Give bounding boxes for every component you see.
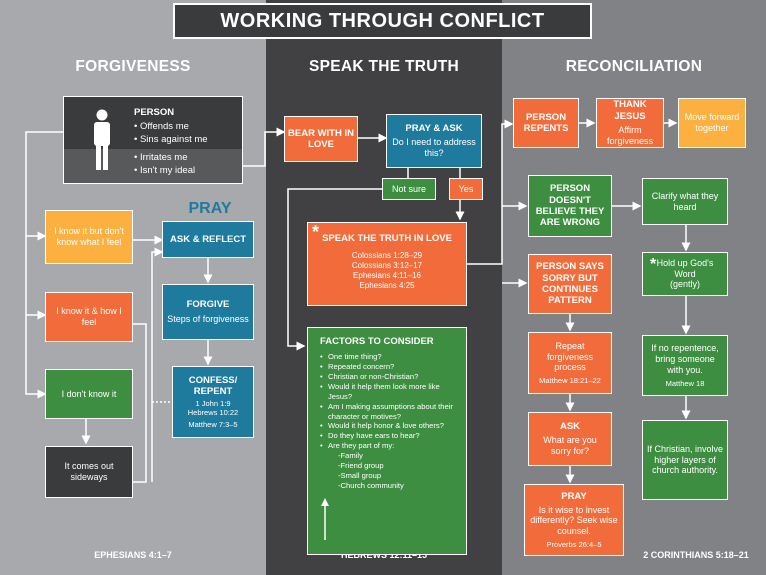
no-repentance-box: If no repentence, bring someone with you… [642,335,728,396]
forgiveness-heading: FORGIVENESS [75,58,191,75]
ask-title: ASK [559,421,581,432]
factor-item: Repeated concern? [320,362,458,372]
hold-up-sub: (gently) [669,279,700,290]
repeat-text: Repeat forgiveness process [546,340,594,373]
dont-know-box: I don't know it [45,369,133,419]
person-repents-box: PERSON REPENTS [513,98,579,148]
repeat-forgiveness-box: Repeat forgiveness process Matthew 18:21… [528,332,612,394]
pray-label: PRAY [188,200,232,217]
factor-item: Am I making assumptions about their char… [320,402,458,422]
speak-truth-heading: SPEAK THE TRUTH [308,58,460,75]
factor-sub-item: -Friend group [338,460,384,470]
pray-ask-title: PRAY & ASK [405,123,463,134]
speak-ref: Colossians 1:28–29 [351,250,423,260]
ask-sorry-box: ASK What are you sorry for? [528,412,612,466]
factors-box: FACTORS TO CONSIDER One time thing? Repe… [307,327,467,555]
reconciliation-footer: 2 CORINTHIANS 5:18–21 [643,550,749,560]
ask-reflect-box: ASK & REFLECT [162,221,254,258]
factor-sub-item: -Church community [338,480,404,490]
hold-up-text: Hold up God's Word [656,257,714,279]
person-title: PERSON [134,107,175,118]
doesnt-believe-box: PERSON DOESN'T BELIEVE THEY ARE WRONG [528,175,612,237]
asterisk-icon: * [650,256,657,273]
says-sorry-box: PERSON SAYS SORRY BUT CONTINUES PATTERN [528,254,612,314]
factor-item: Christian or non-Christian? [320,372,458,382]
ask-subtitle: What are you sorry for? [543,435,597,457]
confess-ref: 1 John 1:9 [195,399,231,409]
pray-ask-box: PRAY & ASK Do I need to address this? [386,114,482,168]
yes-box: Yes [449,178,483,200]
clarify-box: Clarify what they heard [642,178,728,225]
thank-title: THANK JESUS [613,99,647,122]
confess-ref: Hebrews 10:22 [187,408,239,418]
confess-ref: Matthew 7:3–5 [188,420,238,430]
speak-truth-footer: HEBREWS 12:11–15 [340,550,428,560]
pray-wise-subtitle: Is it wise to invest differently? Seek w… [530,504,618,537]
no-repent-ref: Matthew 18 [665,378,705,388]
speak-title: SPEAK THE TRUTH IN LOVE [322,233,452,244]
reconciliation-heading: RECONCILIATION [565,58,703,75]
pray-wise-title: PRAY [561,491,587,503]
forgive-box: FORGIVE Steps of forgiveness [162,284,254,340]
pray-wise-box: PRAY Is it wise to invest differently? S… [524,484,624,556]
thank-jesus-box: THANK JESUS Affirm forgiveness [596,98,664,148]
person-item: • Offends me [134,121,189,132]
factors-list: One time thing? Repeated concern? Christ… [320,352,458,451]
person-item: • Sins against me [134,134,208,145]
know-dont-feel-box: I know it but don't know what I feel [45,210,133,264]
factor-item: Do they have ears to hear? [320,431,458,441]
move-forward-box: Move forward together [678,98,746,148]
speak-ref: Colossians 3:12–17 [351,260,423,270]
comes-out-sideways-box: It comes out sideways [45,446,133,498]
factor-sub-item: -Family [338,450,363,460]
factor-sub-item: -Small group [338,470,382,480]
no-repent-text: If no repentence, bring someone with you… [651,343,719,375]
repeat-ref: Matthew 18:21–22 [539,376,601,386]
person-icon [94,109,110,170]
not-sure-box: Not sure [382,178,436,200]
person-item: • Irritates me [134,152,188,163]
factor-item: One time thing? [320,352,458,362]
speak-ref: Ephesians 4:11–16 [353,270,421,280]
up-arrow-icon [321,498,329,540]
factor-item: Would it help honor & love others? [320,421,458,431]
forgive-subtitle: Steps of forgiveness [167,313,249,324]
hold-up-word-box: Hold up God's Word (gently) [642,252,728,296]
thank-subtitle: Affirm forgiveness [606,125,654,146]
factor-item: Are they part of my: [320,441,458,451]
pray-wise-ref: Proverbs 26:4–5 [546,539,602,549]
asterisk-icon: * [312,222,320,242]
confess-repent-box: CONFESS/ REPENT 1 John 1:9 Hebrews 10:22… [172,366,254,438]
know-and-feel-box: I know it & how I feel [45,292,133,342]
pray-ask-subtitle: Do I need to address this? [392,137,476,159]
bear-with-box: BEAR WITH IN LOVE [284,116,358,162]
factors-title: FACTORS TO CONSIDER [320,336,434,347]
person-box: PERSON • Offends me • Sins against me • … [63,96,243,184]
speak-ref: Ephesians 4:25 [359,280,415,290]
forgive-title: FORGIVE [186,299,230,311]
if-christian-box: If Christian, involve higher layers of c… [642,420,728,500]
forgiveness-footer: EPHESIANS 4:1–7 [94,550,172,560]
page-title: WORKING THROUGH CONFLICT [173,3,592,39]
speak-truth-box: SPEAK THE TRUTH IN LOVE Colossians 1:28–… [307,222,467,306]
confess-title: CONFESS/ REPENT [188,374,238,397]
person-item: • Isn't my ideal [134,165,196,176]
factor-item: Would it help them look more like Jesus? [320,382,458,402]
